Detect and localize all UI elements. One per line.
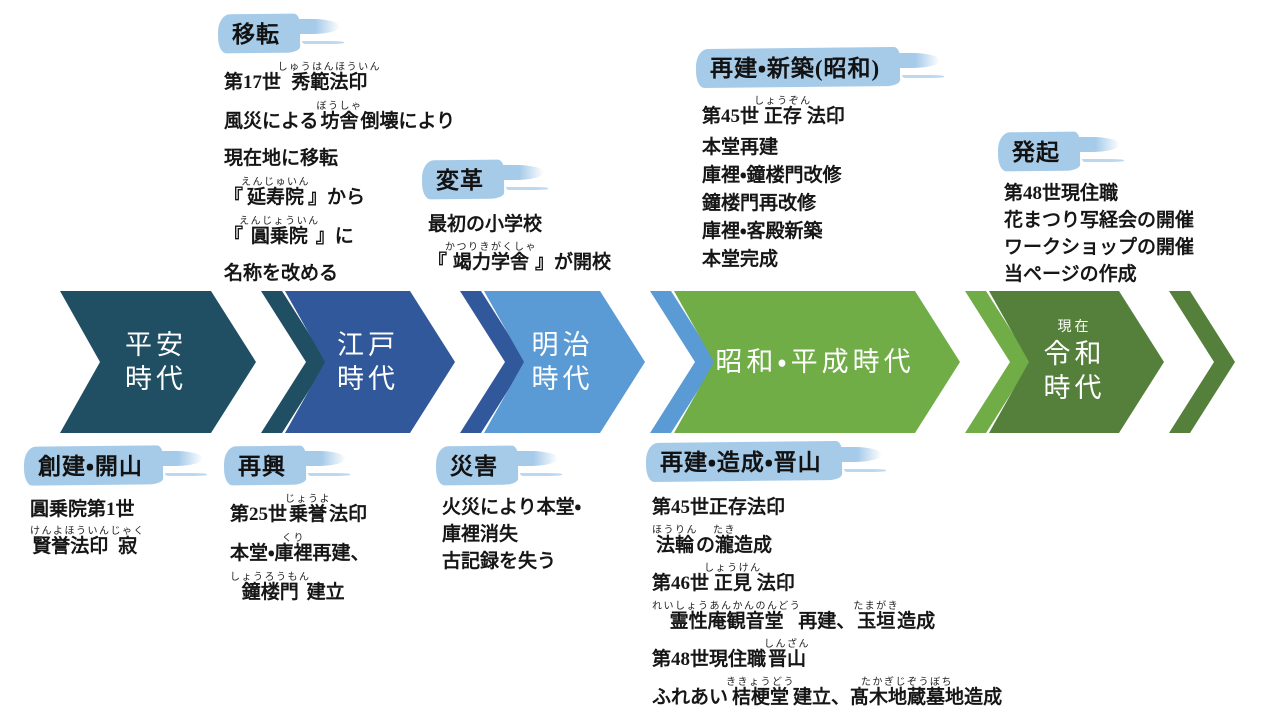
event-line: 第48世現住職 [1004,183,1119,204]
event-line: ふれあい桔梗堂ききょうどう建立、髙木地蔵墓地たかぎじぞうぼち造成 [652,677,1003,709]
era-label-line: 江戸 [337,330,399,360]
timeline-era-reiwa: 現在 令和 時代 [989,291,1164,433]
event-line: 鐘楼門しょうろうもん建立 [230,572,345,604]
event-title-brush-highlight: 再興 [230,444,346,486]
era-label-line: 平安 [125,330,187,360]
event-title-brush-highlight: 変革 [428,158,544,200]
event-line: 『竭力学舎かつりきがくしゃ』が開校 [428,242,612,274]
era-label: 明治 時代 [484,291,645,433]
event-line: ワークショップの開催 [1004,237,1195,258]
event-line: 第45世正存しょうぞん法印 [702,96,845,128]
event-title-brush-highlight: 再建・新築(昭和) [702,46,941,88]
event-line: 本堂完成 [702,249,779,270]
event-lines: 第45世正存しょうぞん法印 本堂再建 庫裡・鐘楼門改修 鐘楼門再改修 庫裡・客殿… [702,96,892,274]
event-block-saikou: 再興 第25世乗誉じょうよ法印 本堂・庫裡くり再建、 鐘楼門しょうろうもん建立 [230,444,370,611]
era-label-line: 時代 [531,364,594,394]
era-label-line: 令和 [1043,339,1106,369]
era-label: 昭和・平成時代 [674,291,960,433]
event-line: 花まつり写経会の開催 [1004,210,1195,231]
event-block-saiken-zousei: 再建・造成・晋山 第45世正存法印 法輪ほうりんの瀧たき造成 第46世正見しょう… [652,440,1002,715]
event-title-brush-highlight: 再建・造成・晋山 [652,440,882,482]
event-line: 第25世乗誉じょうよ法印 [230,494,368,526]
event-line: 名称を改める [224,263,339,284]
event-line: 古記録を失う [442,551,557,572]
event-line: 圓乗院第1世 [30,499,135,520]
event-lines: 第17世秀範法印しゅうはんほういん 風災による坊舎ぼうしゃ倒壊により 現在地に移… [224,62,455,292]
era-superscript: 現在 [1057,320,1092,335]
event-line: 風災による坊舎ぼうしゃ倒壊により [224,101,456,133]
event-block-iten: 移転 第17世秀範法印しゅうはんほういん 風災による坊舎ぼうしゃ倒壊により 現在… [224,12,455,292]
event-lines: 最初の小学校 『竭力学舎かつりきがくしゃ』が開校 [428,208,611,280]
era-label: 平安 時代 [60,291,256,433]
event-line: 鐘楼門再改修 [702,193,817,214]
timeline-era-edo: 江戸 時代 [285,291,455,433]
event-line: 本堂・庫裡くり再建、 [230,533,370,565]
era-label-line: 時代 [337,364,399,394]
era-label: 現在 令和 時代 [989,291,1164,433]
event-line: 『圓乗院えんじょういん』に [224,216,354,248]
event-lines: 第25世乗誉じょうよ法印 本堂・庫裡くり再建、 鐘楼門しょうろうもん建立 [230,494,370,611]
era-label: 江戸 時代 [285,291,455,433]
event-lines: 第48世現住職 花まつり写経会の開催 ワークショップの開催 当ページの作成 [1004,180,1194,288]
event-line: 『延寿院えんじゅいん』から [224,177,366,209]
event-line: 第46世正見しょうけん法印 [652,563,795,595]
event-title-brush-highlight: 移転 [224,12,340,54]
event-line: 火災により本堂・ [442,497,582,518]
event-block-souken: 創建・開山 圓乗院第1世 賢誉法印けんよほういん寂じゃく [30,444,203,563]
event-line: 庫裡・客殿新築 [702,221,823,242]
timeline-era-meiji: 明治 時代 [484,291,645,433]
event-title-brush-highlight: 創建・開山 [30,444,203,486]
event-line: 当ページの作成 [1004,264,1137,285]
event-line: 現在地に移転 [224,148,339,169]
event-title-brush-highlight: 発起 [1004,130,1120,172]
event-line: 賢誉法印けんよほういん寂じゃく [30,526,145,558]
event-block-saiken-shinchiku: 再建・新築(昭和) 第45世正存しょうぞん法印 本堂再建 庫裡・鐘楼門改修 鐘楼… [702,46,941,274]
event-title-brush-highlight: 災害 [442,444,558,486]
event-line: 庫裡消失 [442,524,519,545]
event-line: 第17世秀範法印しゅうはんほういん [224,62,382,94]
era-label-line: 時代 [1043,373,1106,403]
event-block-saigai: 災害 火災により本堂・ 庫裡消失 古記録を失う [442,444,581,575]
event-line: 第48世現住職晋山しんざん [652,639,811,671]
event-line: 第45世正存法印 [652,497,786,518]
event-block-hokki: 発起 第48世現住職 花まつり写経会の開催 ワークショップの開催 当ページの作成 [1004,130,1194,288]
event-lines: 火災により本堂・ 庫裡消失 古記録を失う [442,494,581,575]
event-lines: 圓乗院第1世 賢誉法印けんよほういん寂じゃく [30,494,155,563]
event-line: 霊性庵観音堂れいしょうあんかんのんどう再建、玉垣たまがき造成 [652,601,936,633]
era-chevron-echo [1169,291,1235,433]
event-block-henkaku: 変革 最初の小学校 『竭力学舎かつりきがくしゃ』が開校 [428,158,611,280]
event-line: 法輪ほうりんの瀧たき造成 [652,525,773,557]
timeline-era-showa-heisei: 昭和・平成時代 [674,291,960,433]
era-timeline: 平安 時代 江戸 時代 明治 時代 [0,291,1280,433]
era-label-line: 昭和・平成時代 [715,347,915,377]
event-line: 最初の小学校 [428,214,543,235]
era-label-line: 明治 [531,330,594,360]
event-line: 庫裡・鐘楼門改修 [702,165,842,186]
event-lines: 第45世正存法印 法輪ほうりんの瀧たき造成 第46世正見しょうけん法印 霊性庵観… [652,490,1002,715]
event-line: 本堂再建 [702,137,779,158]
era-chevron-shape [674,291,960,433]
era-label-line: 時代 [125,364,187,394]
timeline-era-heian: 平安 時代 [60,291,256,433]
